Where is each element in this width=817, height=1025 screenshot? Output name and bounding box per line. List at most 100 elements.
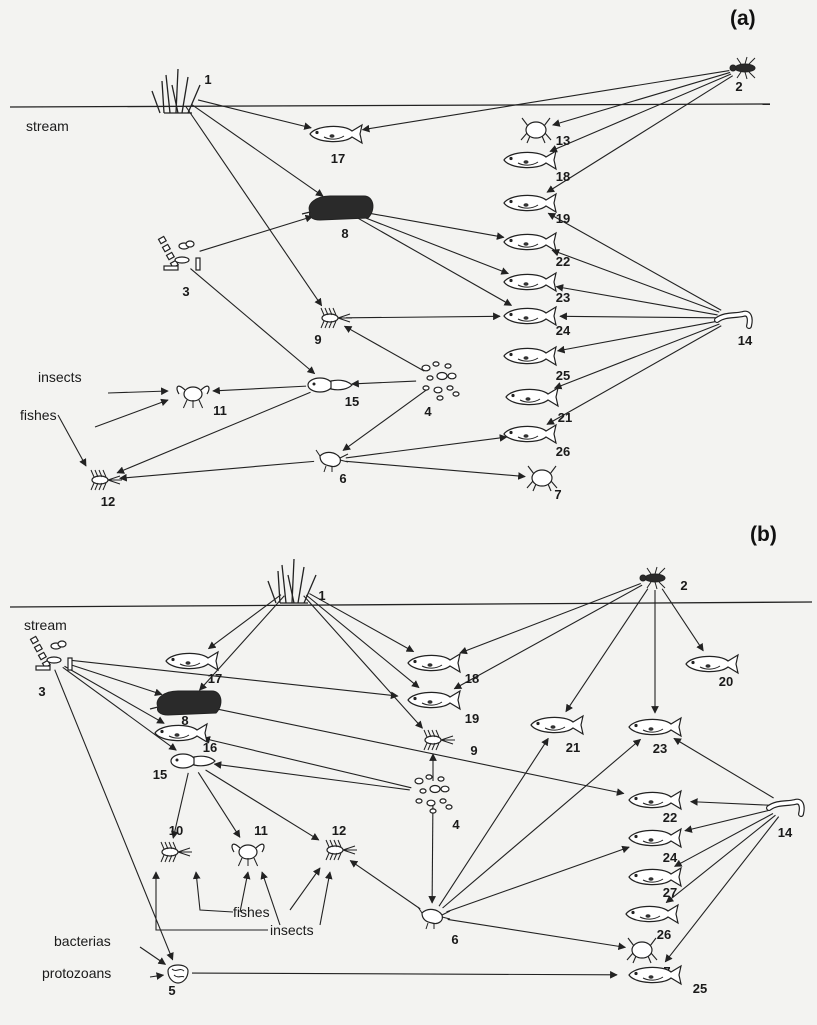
moss-icon: [149, 690, 222, 716]
node-number-label: 18: [465, 671, 479, 686]
organism-node-14: [714, 310, 753, 329]
node-number-label: 3: [182, 284, 189, 299]
node-number-label: 8: [181, 713, 188, 728]
edge-1-to-18: [309, 593, 415, 653]
edge-3-to-5: [54, 669, 174, 961]
organism-node-6: [315, 449, 349, 473]
edge-8-to-24: [357, 217, 513, 306]
bacterias-label: bacterias: [54, 933, 111, 949]
organism-node-12: [325, 839, 357, 861]
fish-icon: [165, 650, 219, 672]
edge-insects-to-12: [319, 871, 333, 926]
node-layer: fishesinsectsbacteriasprotozoans12345678…: [29, 558, 805, 998]
crab-icon: [526, 465, 558, 492]
panel-label: (b): [750, 523, 777, 546]
organism-node-12: [90, 469, 122, 491]
node-number-label: 9: [314, 332, 321, 347]
node-number-label: 19: [556, 211, 570, 226]
node-number-label: 12: [332, 823, 346, 838]
edge-protozoans-to-5: [149, 972, 165, 980]
edge-14-to-19: [547, 212, 722, 311]
edge-6-to-7: [447, 918, 627, 951]
organism-node-26: [503, 423, 557, 445]
insects-label: insects: [270, 922, 314, 938]
edge-2-to-19: [453, 584, 643, 690]
protozoans-label: protozoans: [42, 965, 111, 981]
organism-node-9: [320, 307, 352, 329]
tadpole-icon: [307, 377, 353, 393]
node-number-label: 22: [663, 810, 677, 825]
larva-icon: [325, 839, 357, 861]
edge-14-to-24: [559, 312, 718, 321]
organism-node-17: [309, 123, 363, 145]
shrimp-icon: [417, 906, 451, 930]
edge-layer: [57, 69, 734, 482]
edge-6-to-21: [438, 737, 549, 907]
panel-label: (a): [730, 7, 756, 30]
fish-icon: [503, 305, 557, 327]
edge-fishes-to-11: [239, 871, 251, 913]
edge-8-to-22: [370, 212, 505, 240]
fish-icon: [503, 271, 557, 293]
fish-icon: [503, 231, 557, 253]
node-number-label: 21: [566, 740, 580, 755]
edge-insects-to-10: [152, 871, 268, 931]
moss-icon: [301, 195, 374, 221]
edge-14-to-27: [673, 813, 774, 867]
algae-icon: [29, 635, 73, 671]
fish-icon: [628, 866, 682, 888]
edge-insects-to-11: [260, 871, 281, 926]
organism-node-11: [231, 843, 265, 867]
edge-fishes-to-11: [94, 398, 169, 428]
organism-node-16: [154, 722, 208, 744]
edge-6-to-24: [446, 845, 630, 913]
edge-2-to-17: [361, 69, 730, 133]
crayfish-icon: [176, 385, 210, 409]
node-number-label: 22: [556, 254, 570, 269]
node-number-label: 2: [735, 79, 742, 94]
edge-2-to-21: [565, 588, 649, 713]
organism-node-13: [520, 117, 552, 144]
node-number-label: 1: [318, 588, 325, 603]
edge-8-to-22: [215, 708, 625, 796]
organism-node-4: [421, 361, 460, 401]
edge-1-to-8: [199, 595, 285, 691]
node-number-label: 6: [339, 471, 346, 486]
fish-icon: [309, 123, 363, 145]
node-number-label: 14: [738, 333, 753, 348]
edge-2-to-19: [546, 75, 734, 193]
node-number-label: 15: [153, 767, 167, 782]
organism-node-5: [167, 964, 189, 984]
edge-1-to-19: [305, 594, 420, 689]
shrimp-icon: [315, 449, 349, 473]
node-number-label: 25: [556, 368, 570, 383]
larva-icon: [320, 307, 352, 329]
node-number-label: 18: [556, 169, 570, 184]
organism-node-18: [503, 149, 557, 171]
stream-label: stream: [24, 617, 67, 633]
node-number-label: 17: [208, 671, 222, 686]
fish-icon: [503, 345, 557, 367]
detritus-icon: [421, 361, 460, 401]
node-number-label: 13: [556, 133, 570, 148]
organism-node-7: [526, 465, 558, 492]
larva-icon: [90, 469, 122, 491]
organism-node-15: [170, 753, 216, 769]
edge-4-to-9: [343, 325, 425, 372]
fish-icon: [530, 714, 584, 736]
edge-layer: [54, 582, 780, 980]
edge-4-to-15: [351, 379, 417, 388]
organism-node-19: [503, 192, 557, 214]
edge-15-to-10: [171, 772, 189, 839]
worm-icon: [766, 798, 805, 817]
node-number-label: 20: [719, 674, 733, 689]
edge-1-to-17: [197, 99, 312, 130]
organism-node-7: [626, 937, 658, 964]
crayfish-icon: [231, 843, 265, 867]
node-number-label: 25: [693, 981, 707, 996]
organism-node-9: [423, 729, 455, 751]
organism-node-11: [176, 385, 210, 409]
organism-node-4: [414, 774, 453, 814]
edge-2-to-18: [459, 582, 641, 655]
